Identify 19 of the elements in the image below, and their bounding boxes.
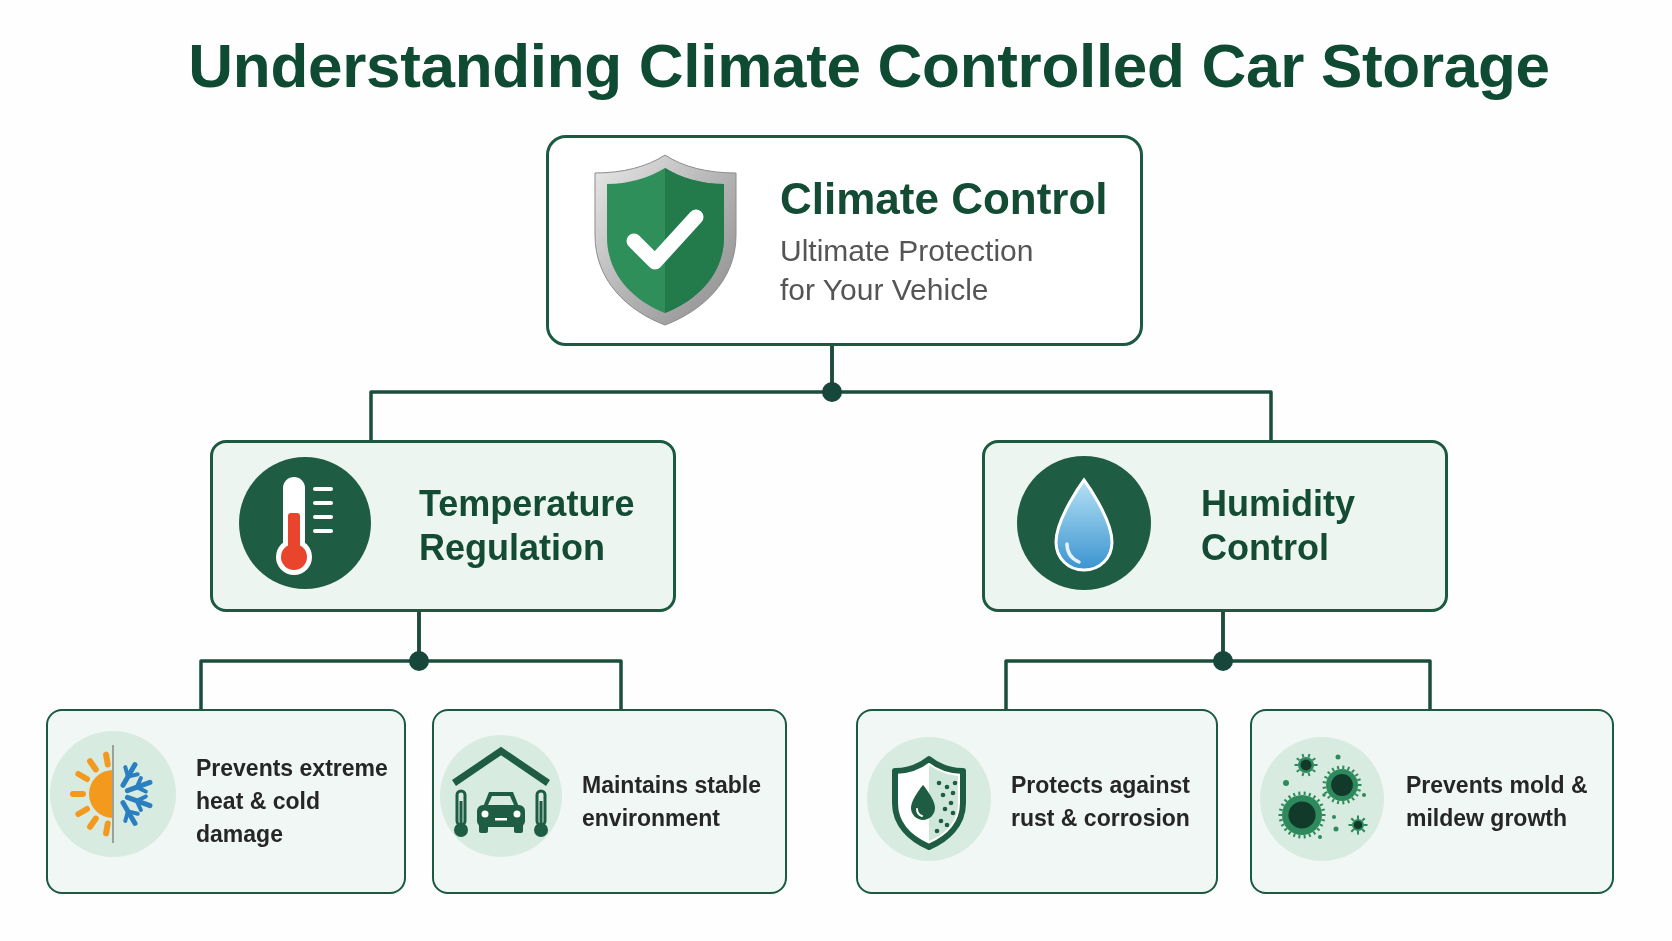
feature-card (46, 709, 406, 894)
category-box (982, 440, 1448, 612)
category-title: Temperature Regulation (419, 482, 636, 570)
main-box (546, 135, 1143, 346)
connector-line (830, 346, 1273, 440)
diagram-title: Understanding Climate Controlled Car Storage (188, 30, 1550, 101)
box-title: Climate Control (780, 173, 1108, 225)
connector-line (417, 612, 623, 709)
feature-text: Maintains stable environment (582, 770, 762, 833)
box-subtitle: Ultimate Protection for Your Vehicle (780, 233, 1035, 308)
feature-text: Prevents mold & mildew growth (1406, 770, 1589, 833)
feature-card (1250, 709, 1614, 894)
feature-card (856, 709, 1218, 894)
category-box (210, 440, 676, 612)
feature-text: Prevents extreme heat & cold damage (196, 754, 389, 849)
connector-line (1221, 612, 1432, 709)
category-title: Humidity Control (1201, 482, 1356, 570)
feature-text: Protects against rust & corrosion (1011, 770, 1191, 833)
feature-card (432, 709, 787, 894)
